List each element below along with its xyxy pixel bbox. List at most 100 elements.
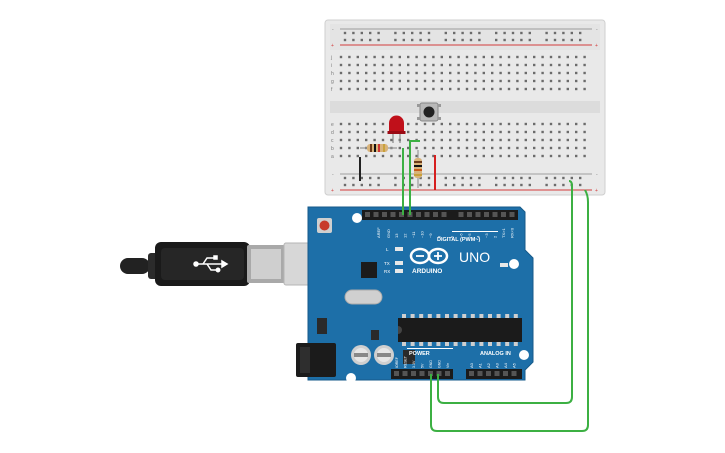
breadboard-hole[interactable] bbox=[507, 79, 511, 83]
breadboard-hole[interactable] bbox=[566, 146, 569, 150]
breadboard-hole[interactable] bbox=[507, 146, 511, 150]
rail-hole[interactable] bbox=[469, 38, 473, 42]
breadboard-hole[interactable] bbox=[407, 154, 410, 158]
breadboard-hole[interactable] bbox=[583, 130, 586, 134]
breadboard-hole[interactable] bbox=[390, 138, 393, 142]
breadboard-hole[interactable] bbox=[449, 79, 452, 83]
breadboard-hole[interactable] bbox=[465, 138, 469, 142]
breadboard-hole[interactable] bbox=[533, 55, 536, 59]
rail-hole[interactable] bbox=[495, 31, 498, 35]
rail-hole[interactable] bbox=[411, 183, 414, 187]
wire-5v-to-rail[interactable] bbox=[430, 189, 589, 432]
breadboard-hole[interactable] bbox=[491, 71, 494, 75]
breadboard-hole[interactable] bbox=[365, 154, 368, 158]
breadboard-hole[interactable] bbox=[407, 87, 410, 91]
breadboard-hole[interactable] bbox=[457, 87, 460, 91]
rail-hole[interactable] bbox=[503, 31, 506, 35]
breadboard-hole[interactable] bbox=[407, 79, 410, 83]
analog-header-pins[interactable] bbox=[469, 371, 517, 376]
breadboard-hole[interactable] bbox=[457, 154, 460, 158]
breadboard-hole[interactable] bbox=[507, 87, 511, 91]
breadboard-hole[interactable] bbox=[457, 79, 460, 83]
header-pin-hole[interactable] bbox=[373, 212, 379, 217]
rail-hole[interactable] bbox=[478, 38, 481, 42]
rail-hole[interactable] bbox=[360, 183, 363, 187]
breadboard-hole[interactable] bbox=[381, 63, 385, 67]
header-pin-hole[interactable] bbox=[436, 371, 442, 376]
breadboard-hole[interactable] bbox=[432, 79, 435, 83]
breadboard-hole[interactable] bbox=[339, 71, 343, 75]
rail-hole[interactable] bbox=[553, 31, 557, 35]
breadboard-hole[interactable] bbox=[583, 63, 586, 67]
breadboard-hole[interactable] bbox=[373, 122, 376, 126]
breadboard-hole[interactable] bbox=[415, 130, 418, 134]
rail-hole[interactable] bbox=[419, 31, 422, 35]
breadboard-hole[interactable] bbox=[339, 63, 343, 67]
breadboard-hole[interactable] bbox=[339, 138, 343, 142]
breadboard-hole[interactable] bbox=[482, 87, 485, 91]
breadboard-hole[interactable] bbox=[482, 71, 485, 75]
breadboard-hole[interactable] bbox=[407, 138, 410, 142]
rail-hole[interactable] bbox=[553, 38, 557, 42]
breadboard-hole[interactable] bbox=[415, 63, 418, 67]
rail-hole[interactable] bbox=[352, 183, 355, 187]
breadboard-hole[interactable] bbox=[575, 71, 578, 75]
rail-hole[interactable] bbox=[528, 38, 531, 42]
breadboard-hole[interactable] bbox=[432, 87, 435, 91]
header-pin-hole[interactable] bbox=[424, 212, 430, 217]
header-pin-hole[interactable] bbox=[428, 371, 433, 376]
breadboard-hole[interactable] bbox=[516, 71, 519, 75]
breadboard-hole[interactable] bbox=[440, 146, 443, 150]
rail-hole[interactable] bbox=[419, 38, 422, 42]
breadboard-hole[interactable] bbox=[398, 71, 401, 75]
breadboard-hole[interactable] bbox=[558, 146, 561, 150]
breadboard-hole[interactable] bbox=[566, 87, 569, 91]
breadboard-hole[interactable] bbox=[549, 79, 553, 83]
breadboard-hole[interactable] bbox=[465, 71, 469, 75]
breadboard-hole[interactable] bbox=[449, 63, 452, 67]
breadboard-hole[interactable] bbox=[499, 138, 502, 142]
breadboard-hole[interactable] bbox=[390, 63, 393, 67]
breadboard-hole[interactable] bbox=[457, 63, 460, 67]
rail-hole[interactable] bbox=[453, 31, 456, 35]
breadboard-hole[interactable] bbox=[423, 71, 427, 75]
breadboard-hole[interactable] bbox=[440, 71, 443, 75]
breadboard-hole[interactable] bbox=[440, 55, 443, 59]
breadboard-hole[interactable] bbox=[415, 71, 418, 75]
breadboard-hole[interactable] bbox=[482, 79, 485, 83]
breadboard-hole[interactable] bbox=[398, 154, 401, 158]
breadboard-hole[interactable] bbox=[499, 63, 502, 67]
breadboard-hole[interactable] bbox=[449, 146, 452, 150]
breadboard-hole[interactable] bbox=[432, 71, 435, 75]
rail-hole[interactable] bbox=[444, 38, 447, 42]
rail-hole[interactable] bbox=[343, 31, 347, 35]
rail-hole[interactable] bbox=[377, 176, 380, 180]
rail-hole[interactable] bbox=[520, 176, 523, 180]
breadboard-hole[interactable] bbox=[541, 130, 544, 134]
rail-hole[interactable] bbox=[411, 31, 414, 35]
breadboard-hole[interactable] bbox=[533, 138, 536, 142]
breadboard-hole[interactable] bbox=[524, 154, 527, 158]
breadboard-hole[interactable] bbox=[339, 146, 343, 150]
header-pin-hole[interactable] bbox=[477, 371, 483, 376]
breadboard-hole[interactable] bbox=[348, 130, 351, 134]
rail-hole[interactable] bbox=[394, 176, 397, 180]
breadboard-hole[interactable] bbox=[381, 55, 385, 59]
rail-hole[interactable] bbox=[520, 183, 523, 187]
breadboard-hole[interactable] bbox=[507, 71, 511, 75]
breadboard-hole[interactable] bbox=[566, 154, 569, 158]
breadboard-hole[interactable] bbox=[356, 138, 359, 142]
rail-hole[interactable] bbox=[377, 183, 380, 187]
breadboard-hole[interactable] bbox=[407, 146, 410, 150]
breadboard-hole[interactable] bbox=[348, 146, 351, 150]
rail-hole[interactable] bbox=[461, 183, 464, 187]
pushbutton[interactable] bbox=[417, 102, 441, 122]
breadboard-hole[interactable] bbox=[507, 130, 511, 134]
header-pin-hole[interactable] bbox=[399, 212, 404, 217]
breadboard-hole[interactable] bbox=[533, 71, 536, 75]
breadboard-hole[interactable] bbox=[474, 79, 477, 83]
rail-hole[interactable] bbox=[579, 176, 582, 180]
breadboard-hole[interactable] bbox=[348, 71, 351, 75]
breadboard-hole[interactable] bbox=[491, 154, 494, 158]
breadboard-hole[interactable] bbox=[373, 154, 376, 158]
